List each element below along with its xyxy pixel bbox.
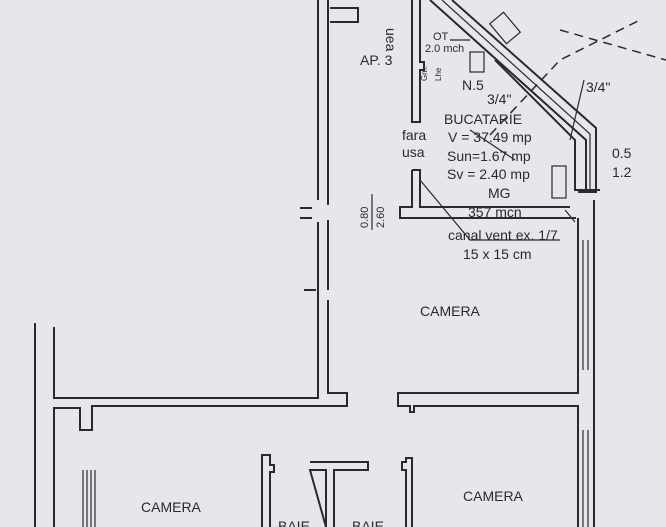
mg-label: MG [488, 185, 511, 201]
mg-value: 357 mcn [468, 204, 522, 220]
ot-label: OT [433, 31, 449, 43]
pipe-size-right: 3/4" [586, 79, 610, 95]
apartment-label: AP. 3 [360, 52, 393, 68]
vent-size: 15 x 15 cm [463, 246, 531, 262]
kitchen-sun: Sun=1.67 mp [447, 148, 531, 164]
room-label-camera: CAMERA [463, 488, 524, 504]
room-label-camera: CAMERA [141, 499, 202, 515]
room-label-baie: BAIE [278, 518, 310, 527]
door-width: 0.80 [359, 207, 371, 228]
walls [34, 0, 600, 527]
kitchen-volume: V = 37.49 mp [448, 129, 532, 145]
room-label-camera: CAMERA [420, 303, 481, 319]
dim-top: 0.5 [612, 145, 632, 161]
fragment-label: uea [383, 28, 399, 52]
kitchen-name: BUCATARIE [444, 111, 522, 127]
room-label-baie: BAIE [352, 518, 384, 527]
pipe-size-left: 3/4" [487, 91, 511, 107]
ot-value: 2.0 mch [425, 43, 464, 55]
door-height: 2.60 [375, 207, 387, 228]
kitchen-sv: Sv = 2.40 mp [447, 166, 530, 182]
dim-bottom: 1.2 [612, 164, 632, 180]
door-note-1: fara [402, 127, 426, 143]
fixtures [419, 11, 666, 241]
note-label: N.5 [462, 77, 484, 93]
door-note-2: usa [402, 144, 425, 160]
small-label-1: Gm. [420, 66, 429, 81]
small-label-2: Lhe [434, 67, 443, 81]
labels: uea AP. 3 OT 2.0 mch Gm. Lhe N.5 3/4" 3/… [141, 28, 632, 527]
vent-label: canal vent ex. 1/7 [448, 227, 558, 243]
